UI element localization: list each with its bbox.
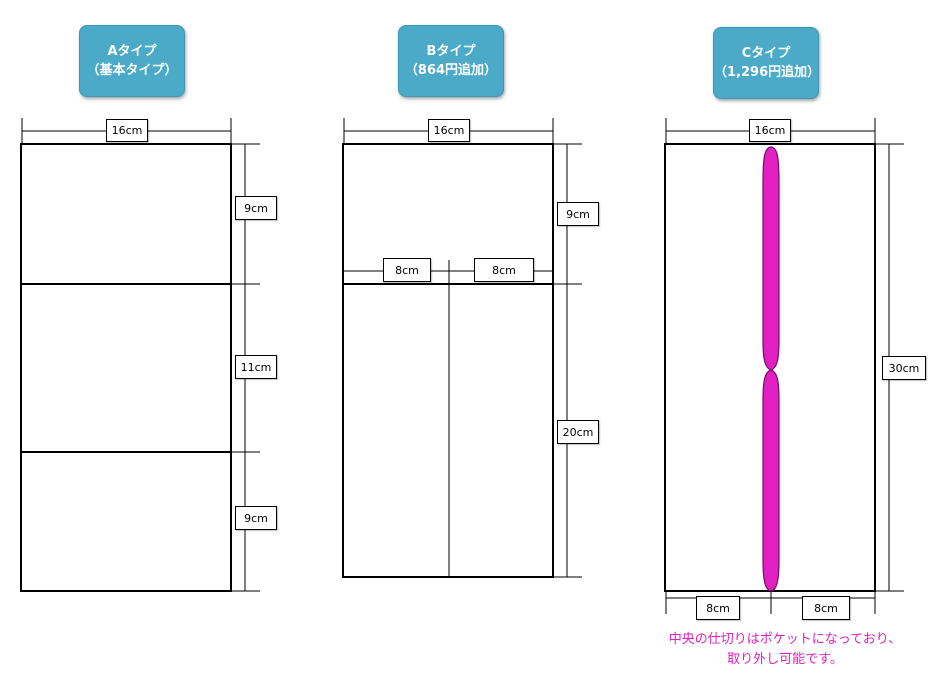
c-left-width-label: 8cm xyxy=(696,596,740,620)
c-height-label: 30cm xyxy=(882,356,926,380)
b-outline xyxy=(342,143,554,578)
pocket-note-line2: 取り外し可能です。 xyxy=(727,652,843,667)
c-pocket-lower xyxy=(762,369,780,592)
a-outline xyxy=(20,143,232,592)
b-right-width-label: 8cm xyxy=(474,258,534,282)
c-width-label: 16cm xyxy=(749,119,791,142)
a-mid-height-label: 11cm xyxy=(235,355,277,379)
type-c-name: Cタイプ xyxy=(741,46,791,61)
type-c-sub: （1,296円追加） xyxy=(714,65,821,80)
pocket-note-line1: 中央の仕切りはポケットになっており、 xyxy=(668,632,902,647)
pocket-note: 中央の仕切りはポケットになっており、 取り外し可能です。 xyxy=(644,630,926,670)
a-width-label: 16cm xyxy=(106,119,148,142)
type-b-sub: （864円追加） xyxy=(404,63,498,78)
b-top-height-label: 9cm xyxy=(557,202,599,226)
c-pocket-divider xyxy=(762,146,780,592)
type-a-sub: （基本タイプ） xyxy=(86,63,178,78)
type-a-button[interactable]: Aタイプ （基本タイプ） xyxy=(79,25,185,97)
b-left-width-label: 8cm xyxy=(383,258,431,282)
b-width-label: 16cm xyxy=(428,119,470,142)
c-pocket-upper xyxy=(762,146,780,371)
type-b-name: Bタイプ xyxy=(426,44,476,59)
type-c-button[interactable]: Cタイプ （1,296円追加） xyxy=(713,27,821,99)
c-right-width-label: 8cm xyxy=(802,596,850,620)
a-top-height-label: 9cm xyxy=(235,196,277,220)
a-bottom-height-label: 9cm xyxy=(235,506,277,530)
type-a-name: Aタイプ xyxy=(107,44,157,59)
type-b-button[interactable]: Bタイプ （864円追加） xyxy=(398,25,504,97)
b-bottom-height-label: 20cm xyxy=(557,420,599,444)
